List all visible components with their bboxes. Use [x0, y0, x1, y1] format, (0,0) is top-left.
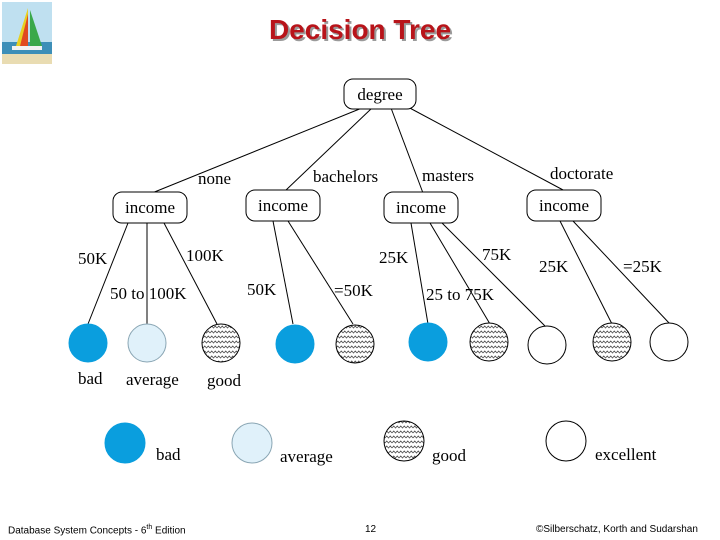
income-node-3-label: income: [396, 198, 446, 217]
branch-label-50k-2: 50K: [247, 280, 277, 299]
income-node-2-label: income: [258, 196, 308, 215]
income-node-4-label: income: [539, 196, 589, 215]
branch-label-50k: 50K: [78, 249, 108, 268]
legend-bad-label: bad: [156, 445, 181, 464]
root-node-degree: [343, 78, 417, 110]
leaf-average-1: [127, 323, 167, 363]
branch-label-100k: 100K: [186, 246, 225, 265]
branch-label-eq50k: =50K: [334, 281, 374, 300]
branch-label-25k: 25K: [379, 248, 409, 267]
income-node-1-label: income: [125, 198, 175, 217]
leaf-label-bad: bad: [78, 369, 103, 388]
income-node-2: [245, 189, 321, 222]
legend-excellent-swatch: [545, 420, 587, 462]
footer-course-title: Database System Concepts - 6th Edition: [8, 524, 186, 537]
leaf-excellent-1: [527, 325, 567, 365]
page-title: Decision Tree: [268, 14, 452, 45]
leaf-bad-2: [275, 324, 315, 364]
income-node-3: [383, 191, 459, 224]
leaf-good-2: [335, 324, 375, 364]
leaf-good-1: [201, 323, 241, 363]
legend-average-label: average: [280, 447, 333, 466]
income-node-4: [526, 189, 602, 222]
root-node-label: degree: [357, 85, 402, 104]
sailboat-logo-icon: [2, 2, 52, 64]
branch-label-25k-2: 25K: [539, 257, 569, 276]
branch-label-50-to-100k: 50 to 100K: [110, 284, 187, 303]
leaf-bad-1: [68, 323, 108, 363]
leaf-excellent-2: [649, 322, 689, 362]
edge-label-doctorate: doctorate: [550, 164, 613, 183]
leaf-label-average: average: [126, 370, 179, 389]
legend-average-swatch: [231, 422, 273, 464]
legend-good-label: good: [432, 446, 467, 465]
leaf-good-4: [592, 322, 632, 362]
tree-edges: [87, 105, 671, 327]
leaf-bad-3: [408, 322, 448, 362]
income-node-1: [112, 191, 188, 224]
footer-page-number: 12: [365, 524, 377, 535]
edge-label-masters: masters: [422, 166, 474, 185]
branch-label-eq25k: =25K: [623, 257, 663, 276]
edge-label-bachelors: bachelors: [313, 167, 378, 186]
leaf-good-3: [469, 322, 509, 362]
edge-label-none: none: [198, 169, 231, 188]
branch-label-25-to-75k: 25 to 75K: [426, 285, 495, 304]
legend-bad-swatch: [104, 422, 146, 464]
legend-good-swatch: [383, 420, 425, 462]
leaf-label-good: good: [207, 371, 242, 390]
legend-excellent-label: excellent: [595, 445, 657, 464]
footer-copyright: ©Silberschatz, Korth and Sudarshan: [536, 524, 698, 535]
branch-label-75k: 75K: [482, 245, 512, 264]
